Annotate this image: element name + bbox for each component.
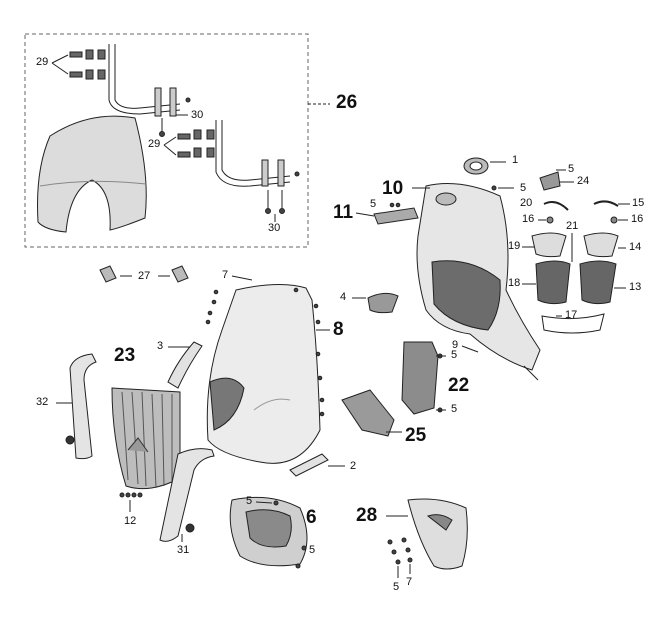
callout-16a: 16: [522, 213, 535, 225]
callout-32: 32: [36, 396, 49, 408]
callout-30a: 30: [191, 109, 204, 121]
windshield-bracket-right: [215, 120, 291, 214]
callout-17: 17: [565, 309, 578, 321]
part-31-lower-trim: [159, 448, 215, 542]
part-22-duct: [401, 341, 443, 415]
callout-15: 15: [632, 197, 645, 209]
part-18-pocket: [535, 260, 571, 305]
screws-12: [119, 492, 143, 498]
callout-27: 27: [138, 270, 151, 282]
screws-28: [387, 537, 413, 565]
part-24-clip: [539, 171, 561, 191]
callout-29b: 29: [148, 138, 161, 150]
callout-8: 8: [333, 319, 344, 340]
leader-29a: [51, 54, 69, 75]
callout-5-6a: 5: [246, 495, 253, 507]
callout-13: 13: [629, 281, 642, 293]
fasteners-29-upper: [69, 49, 106, 80]
callout-31: 31: [177, 544, 190, 556]
callout-26: 26: [336, 92, 358, 113]
part-4-clip: [367, 292, 399, 314]
callout-5-28: 5: [393, 581, 400, 593]
part-10-leg-shield: [416, 183, 541, 371]
callout-6: 6: [306, 507, 317, 528]
callout-25: 25: [405, 425, 427, 446]
callout-20: 20: [520, 197, 533, 209]
callout-14: 14: [629, 241, 642, 253]
bolt-9: [523, 365, 539, 381]
callout-9: 9: [452, 339, 459, 351]
fasteners-29-lower: [177, 129, 215, 158]
screws-8: [205, 287, 325, 417]
callout-5-22b: 5: [451, 403, 458, 415]
clips-27: [99, 265, 189, 283]
callout-1: 1: [512, 154, 519, 166]
windshield-26: [37, 115, 147, 233]
part-13-pocket: [579, 260, 617, 305]
callout-10: 10: [382, 178, 404, 199]
windshield-bracket-left: [108, 44, 181, 117]
callout-5-6b: 5: [309, 544, 316, 556]
windshield-kit-box: [24, 33, 309, 248]
callout-16b: 16: [631, 213, 644, 225]
callout-7-28: 7: [406, 576, 413, 588]
part-20-cover: [543, 201, 569, 211]
part-1-ring: [463, 157, 489, 175]
nut-30-upper: [159, 131, 165, 137]
callout-5-22a: 5: [451, 349, 458, 361]
part-3-trim: [167, 341, 203, 389]
leader-6-5a: [255, 501, 273, 504]
part-15-cover: [593, 200, 619, 207]
callout-21: 21: [566, 220, 579, 232]
leader-11: [355, 212, 375, 217]
callout-23: 23: [114, 345, 136, 366]
leader-29b: [163, 136, 177, 156]
callout-30b: 30: [268, 222, 281, 234]
part-23-grille: [111, 387, 181, 490]
callout-5-top: 5: [568, 163, 575, 175]
part-25-duct: [341, 389, 395, 437]
callout-29a: 29: [36, 56, 49, 68]
callout-12: 12: [124, 515, 137, 527]
callout-11: 11: [333, 202, 354, 223]
callout-19: 19: [508, 240, 521, 252]
callout-24: 24: [577, 175, 590, 187]
callout-7-top: 7: [222, 269, 229, 281]
callout-4: 4: [340, 291, 347, 303]
part-17-seal: [541, 313, 605, 334]
callout-3: 3: [157, 340, 164, 352]
part-32-side-trim: [65, 353, 97, 460]
callout-28: 28: [356, 505, 378, 526]
leader-9: [461, 345, 479, 353]
leader-7-top: [231, 275, 253, 281]
callout-5-mid: 5: [520, 182, 527, 194]
callout-22: 22: [448, 375, 470, 396]
callout-5-body: 5: [370, 198, 377, 210]
part-11-bracket: [373, 207, 419, 225]
part-8-front-shield: [206, 283, 321, 464]
part-19-panel: [531, 232, 567, 258]
part-2-strip: [289, 453, 329, 477]
callout-2: 2: [350, 460, 357, 472]
part-6-inner-box: [229, 496, 308, 569]
part-14-panel: [583, 232, 619, 258]
part-28-inner-panel: [407, 498, 468, 570]
callout-18: 18: [508, 277, 521, 289]
